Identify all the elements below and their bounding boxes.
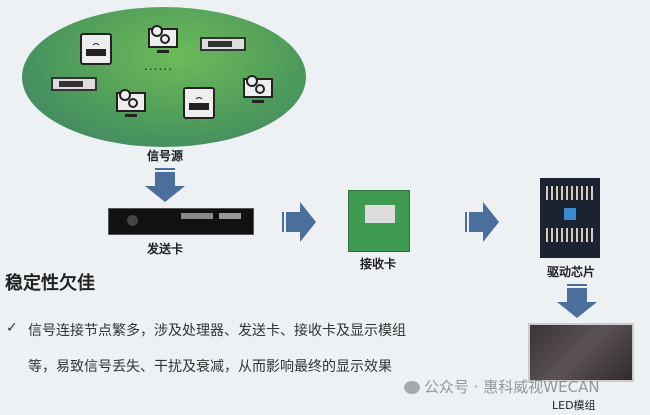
arrow-right-icon — [282, 202, 316, 242]
bullet-line-1: 信号连接节点繁多，涉及处理器、发送卡、接收卡及显示模组 — [28, 323, 406, 339]
ellipsis: ...... — [144, 59, 173, 73]
signal-source-ellipse: ...... — [22, 7, 306, 147]
router-icon — [80, 33, 112, 65]
driver-chip-image — [540, 178, 600, 258]
monitor-gear-icon — [243, 75, 273, 103]
monitor-gear-icon — [148, 25, 178, 53]
arrow-down-icon — [557, 284, 597, 318]
driver-chip-label: 驱动芯片 — [546, 265, 595, 279]
signal-source-label: 信号源 — [146, 149, 183, 163]
receiving-card-image — [348, 190, 410, 252]
led-module-label: LED模组 — [552, 399, 596, 412]
arrow-down-icon — [145, 168, 185, 202]
bullet-line-2: 等，易致信号丢失、干扰及衰减，从而影响最终的显示效果 — [28, 359, 392, 375]
watermark: 公众号 · 惠科威视WECAN — [404, 378, 600, 396]
router-icon — [183, 87, 215, 119]
led-module-image — [528, 323, 634, 382]
arrow-right-icon — [465, 202, 499, 242]
media-player-icon — [51, 77, 97, 91]
monitor-gear-icon — [116, 89, 146, 117]
check-icon: ✓ — [6, 320, 18, 336]
wechat-icon — [404, 381, 420, 394]
sending-card-label: 发送卡 — [146, 242, 183, 256]
sending-card-image — [108, 208, 254, 235]
receiving-card-label: 接收卡 — [359, 257, 396, 271]
watermark-text: 公众号 · 惠科威视WECAN — [424, 378, 600, 396]
section-title: 稳定性欠佳 — [5, 273, 95, 294]
media-player-icon — [200, 37, 246, 51]
